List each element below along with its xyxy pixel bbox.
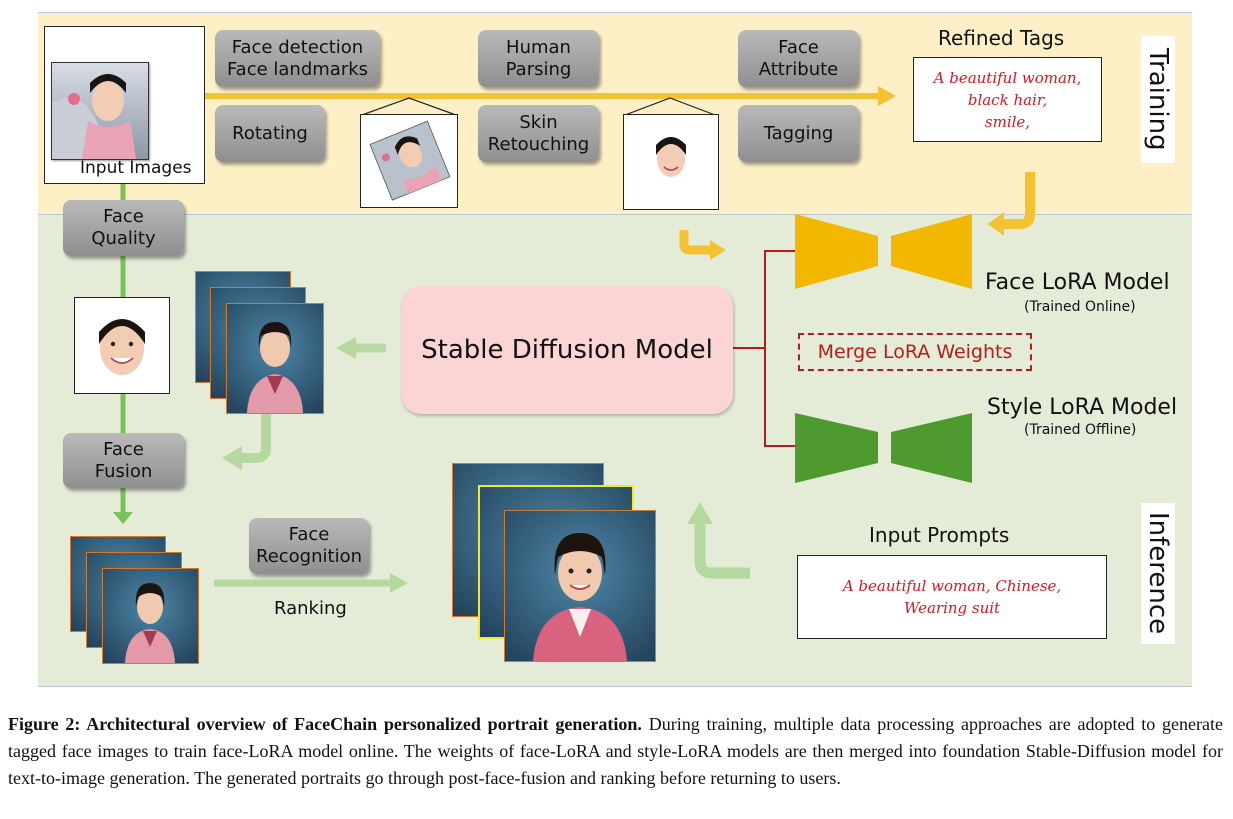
style-lora-subtitle: (Trained Offline): [1024, 422, 1137, 438]
input-prompts-title: Input Prompts: [869, 523, 1010, 547]
input-prompts-box: A beautiful woman, Chinese, Wearing suit: [797, 555, 1107, 639]
input-images-label: Input Images: [80, 158, 192, 178]
face-fusion-step: Face Fusion: [63, 433, 184, 488]
inference-label: Inference: [1141, 503, 1175, 644]
merge-lora-weights: Merge LoRA Weights: [798, 333, 1032, 371]
refined-tags-title: Refined Tags: [938, 26, 1065, 50]
skin-retouching-step: Skin Retouching: [478, 105, 599, 162]
parsed-face-image: [656, 137, 686, 177]
style-lora-shape: [795, 413, 972, 483]
parsed-face-box: [623, 114, 719, 210]
parsed-face-pointer: [624, 97, 716, 116]
generated-portrait-front: [226, 303, 324, 414]
woman-photo-icon: [52, 74, 136, 159]
selected-face-box: [74, 297, 170, 394]
human-parsing-step: Human Parsing: [478, 30, 599, 87]
tagging-step: Tagging: [738, 105, 859, 162]
tags-to-face-lora-arrow: [988, 172, 1035, 236]
face-lora-shape: [795, 214, 972, 289]
caption-body: During training, multiple data processin…: [8, 714, 1223, 788]
rotated-face-image: [369, 120, 451, 201]
sd-to-generated-arrow: [336, 337, 386, 359]
face-attribute-step: Face Attribute: [738, 30, 859, 87]
sd-to-lora-connector: [733, 250, 795, 447]
training-label: Training: [1141, 36, 1175, 163]
ranking-arrow: [214, 573, 408, 593]
figure-caption: Figure 2: Architectural overview of Face…: [8, 711, 1223, 792]
input-image-front: [51, 62, 149, 160]
generated-to-fusion-arrow: [222, 413, 271, 470]
caption-lead: Figure 2: Architectural overview of Face…: [8, 714, 642, 734]
connector-arrows: [113, 86, 1035, 593]
refined-tags-box: A beautiful woman, black hair, smile,: [913, 57, 1102, 142]
input-prompts-text: A beautiful woman, Chinese, Wearing suit: [842, 577, 1062, 617]
face-lora-subtitle: (Trained Online): [1024, 299, 1136, 315]
prompts-to-sd-arrow: [687, 502, 750, 579]
rotated-image-pointer: [361, 97, 457, 116]
fused-result-front: [102, 568, 199, 664]
fused-portrait-image: [125, 583, 175, 663]
face-quality-step: Face Quality: [63, 200, 184, 256]
face-detection-landmarks-step: Face detection Face landmarks: [215, 30, 380, 87]
portrait-image: [247, 322, 303, 413]
final-portrait-image: [533, 533, 627, 661]
face-image-to-lora-arrow: [679, 230, 726, 260]
final-output-front: [504, 510, 656, 662]
refined-tags-text: A beautiful woman, black hair, smile,: [933, 68, 1082, 131]
stable-diffusion-model: Stable Diffusion Model: [401, 286, 733, 414]
training-main-arrow: [205, 86, 896, 106]
face-recognition-step: Face Recognition: [249, 518, 369, 574]
ranking-label: Ranking: [274, 598, 347, 619]
rotated-image-box: [360, 114, 458, 208]
fusion-to-results-arrow: [113, 488, 133, 524]
selected-face-image: [99, 319, 145, 375]
face-lora-title: Face LoRA Model: [985, 270, 1170, 295]
rotating-step: Rotating: [215, 105, 325, 162]
style-lora-title: Style LoRA Model: [987, 395, 1178, 420]
